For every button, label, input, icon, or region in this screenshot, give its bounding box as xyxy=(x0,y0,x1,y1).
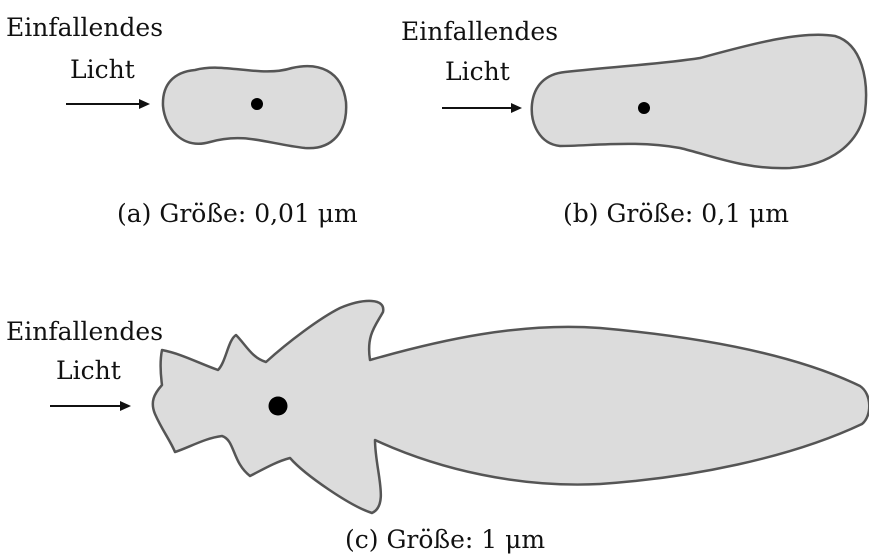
panel-b-incident-label-line1: Einfallendes xyxy=(401,17,558,46)
panel-c-incident-label-line2: Licht xyxy=(56,356,121,385)
panel-b: Einfallendes Licht (b) Größe: 0,1 μm xyxy=(401,17,866,228)
panel-b-incident-label-line2: Licht xyxy=(445,57,510,86)
panel-a-incident-label-line2: Licht xyxy=(70,55,135,84)
panel-a-caption: (a) Größe: 0,01 μm xyxy=(117,199,358,228)
panel-b-incident-arrow xyxy=(442,103,522,113)
panel-b-particle xyxy=(638,102,650,114)
panel-b-caption: (b) Größe: 0,1 μm xyxy=(563,199,789,228)
panel-c-incident-arrow xyxy=(50,401,131,411)
panel-a-incident-label-line1: Einfallendes xyxy=(6,13,163,42)
panel-a-particle xyxy=(251,98,263,110)
panel-c: Einfallendes Licht (c) Größe: 1 μm xyxy=(6,301,869,554)
panel-c-particle xyxy=(269,397,288,416)
panel-b-scattering-pattern xyxy=(532,35,866,168)
panel-a: Einfallendes Licht (a) Größe: 0,01 μm xyxy=(6,13,358,228)
panel-a-incident-arrow xyxy=(66,99,150,109)
panel-c-incident-label-line1: Einfallendes xyxy=(6,317,163,346)
panel-c-caption: (c) Größe: 1 μm xyxy=(345,525,545,554)
panel-c-scattering-pattern xyxy=(153,301,869,513)
